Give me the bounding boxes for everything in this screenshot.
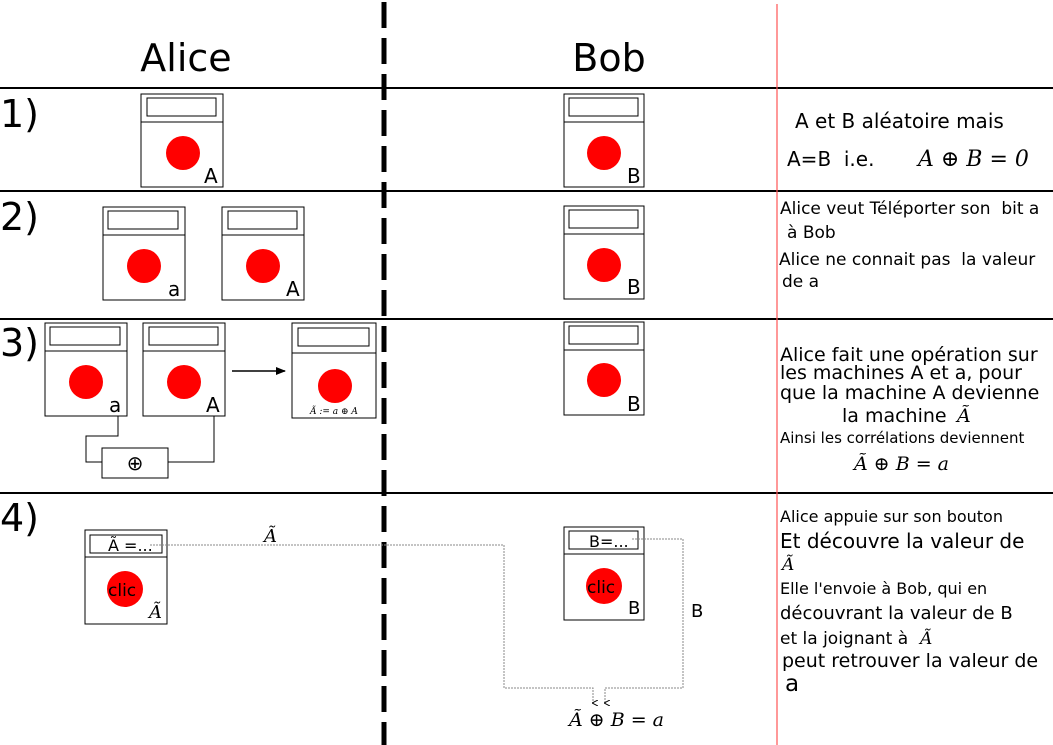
machine-alice-r1: A xyxy=(140,93,224,188)
machine-red-button[interactable] xyxy=(167,365,201,399)
xor-box xyxy=(101,447,169,479)
machine-bob-r2: B xyxy=(563,205,645,300)
machine-display xyxy=(148,326,219,346)
note-line: Et découvre la valeur de xyxy=(780,529,1024,553)
wire-alice-to-result xyxy=(150,544,593,703)
machine-display xyxy=(568,530,639,550)
machine-display xyxy=(89,534,163,554)
row1-number: 1) xyxy=(0,92,39,136)
note-formula: Ã ⊕ B = a xyxy=(852,453,949,475)
note-row4: Alice appuie sur son bouton Et découvre … xyxy=(780,507,1038,697)
note-line: les machines A et a, pour xyxy=(780,362,1022,384)
transmit-label: Ã xyxy=(262,525,277,547)
machine-red-button[interactable] xyxy=(127,249,161,283)
note-line: Alice ne connait pas la valeur xyxy=(779,250,1035,270)
note-line: découvrant la valeur de B xyxy=(780,603,1013,624)
machine-red-button[interactable] xyxy=(166,136,200,170)
note-line: et la joignant à xyxy=(780,629,908,649)
machine-label: A xyxy=(206,393,220,417)
machine-display xyxy=(568,209,639,229)
machine-alice-r4: Ã =... clic Ã xyxy=(84,529,168,625)
machine-display-value: Ã =... xyxy=(108,536,153,555)
machine-red-button[interactable] xyxy=(586,568,622,604)
note-line: que la machine A devienne xyxy=(780,382,1039,404)
note-row2: Alice veut Téléporter son bit a à Bob Al… xyxy=(779,199,1039,292)
note-line: Alice fait une opération sur xyxy=(780,344,1038,366)
machine-display-value: B=... xyxy=(589,532,629,551)
machine-red-button[interactable] xyxy=(318,369,352,403)
machine-label: Ã := a ⊕ A xyxy=(309,405,358,417)
note-line: Alice veut Téléporter son bit a xyxy=(780,199,1039,219)
note-row1: A et B aléatoire mais A=B i.e. A ⊕ B = 0 xyxy=(787,109,1029,172)
row3-number: 3) xyxy=(0,321,39,365)
machine-display xyxy=(568,325,639,345)
bob-wire-label: B xyxy=(691,601,703,622)
row2-number: 2) xyxy=(0,195,39,239)
machine-label: A xyxy=(286,277,300,301)
result-formula: Ã ⊕ B = a xyxy=(567,709,664,731)
machine-alice-a-r3: a xyxy=(44,322,128,417)
note-formula: A ⊕ B = 0 xyxy=(916,147,1029,172)
note-math: Ã xyxy=(918,628,932,649)
machine-red-button[interactable] xyxy=(587,363,621,397)
machine-display xyxy=(107,210,179,230)
note-line: A et B aléatoire mais xyxy=(795,109,1004,133)
machine-label: B xyxy=(627,392,641,416)
machine-red-button[interactable] xyxy=(246,249,280,283)
note-line: Ainsi les corrélations deviennent xyxy=(780,429,1025,447)
note-row3: Alice fait une opération sur les machine… xyxy=(780,344,1039,475)
row4-number: 4) xyxy=(0,496,39,540)
alice-column-header: Alice xyxy=(140,36,231,80)
note-line: A=B i.e. xyxy=(787,147,874,171)
note-line: à Bob xyxy=(787,223,836,243)
machine-bob-r4: B=... clic B xyxy=(563,526,645,621)
machine-alice-result-r3: Ã := a ⊕ A xyxy=(291,322,377,419)
machine-bob-r3: B xyxy=(563,321,645,416)
machine-bob-r1: B xyxy=(563,93,645,188)
machine-display xyxy=(297,327,370,347)
wire-a xyxy=(85,416,119,463)
xor-symbol: ⊕ xyxy=(127,451,144,475)
note-line: a xyxy=(785,671,799,697)
machine-label: B xyxy=(627,164,641,188)
machine-display xyxy=(227,210,298,230)
machine-label: Ã xyxy=(147,601,162,623)
machine-label: B xyxy=(628,598,640,619)
machine-label: a xyxy=(109,393,121,417)
machine-alice-A-r2: A xyxy=(221,206,305,301)
machine-display xyxy=(146,97,217,117)
machine-label: B xyxy=(627,275,641,299)
machine-alice-a-r2: a xyxy=(102,206,186,301)
note-math: Ã xyxy=(780,554,794,575)
machine-alice-A-r3: A xyxy=(142,322,226,417)
clic-label: clic xyxy=(587,578,615,598)
note-line: la machine xyxy=(842,405,947,427)
wire-A xyxy=(168,416,215,463)
machine-red-button[interactable] xyxy=(587,136,621,170)
machine-display xyxy=(568,97,639,117)
note-line: Elle l'envoie à Bob, qui en xyxy=(780,579,987,598)
note-line: Alice appuie sur son bouton xyxy=(780,507,1003,526)
bob-column-header: Bob xyxy=(572,36,645,80)
machine-label: a xyxy=(168,277,180,301)
wire-bob-to-result xyxy=(605,538,684,703)
machine-red-button[interactable] xyxy=(69,365,103,399)
machine-display xyxy=(49,326,121,346)
note-line: de a xyxy=(782,272,819,292)
machine-red-button[interactable] xyxy=(107,571,143,607)
machine-red-button[interactable] xyxy=(587,248,621,282)
note-math: Ã xyxy=(955,405,971,427)
machine-label: A xyxy=(204,164,218,188)
note-line: peut retrouver la valeur de xyxy=(782,650,1038,672)
xor-gate: ⊕ xyxy=(85,416,215,479)
clic-label: clic xyxy=(108,581,136,601)
